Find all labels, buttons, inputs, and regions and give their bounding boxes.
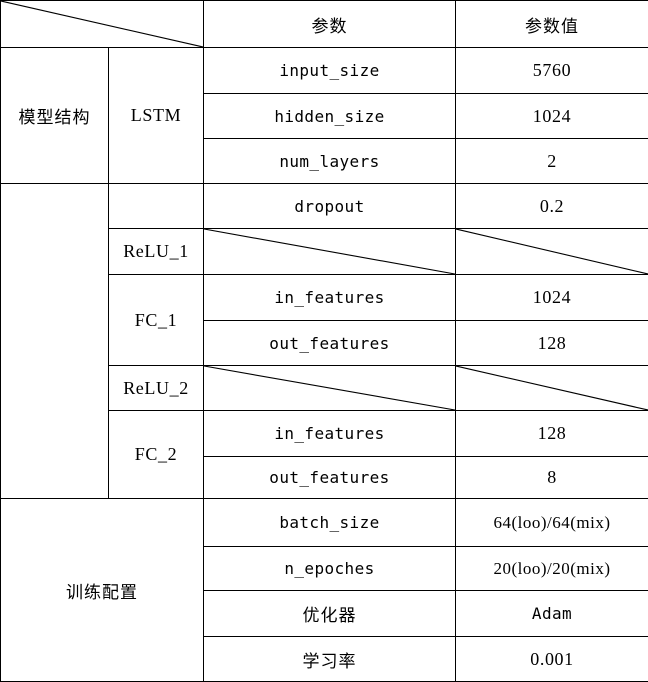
diagonal-slash-icon (456, 229, 648, 274)
value-fc2-in-features: 128 (455, 410, 648, 457)
param-n-epoches: n_epoches (203, 546, 456, 591)
table-row-learning-rate: 学习率 0.001 (1, 636, 648, 682)
param-optimizer: 优化器 (203, 590, 456, 637)
header-value-label: 参数值 (455, 0, 648, 48)
value-input-size: 5760 (455, 47, 648, 94)
value-hidden-size: 1024 (455, 93, 648, 139)
table-row-batch-size: 训练配置 batch_size 64(loo)/64(mix) (0, 498, 648, 682)
table-header-row: 参数 参数值 (0, 0, 648, 48)
param-fc1-in-features: in_features (203, 274, 456, 321)
param-hidden-size: hidden_size (203, 93, 456, 139)
header-corner-slash-cell (0, 0, 204, 48)
table-row-fc1-out-features: out_features 128 (1, 320, 648, 366)
param-dropout: dropout (203, 183, 456, 229)
param-relu-2-slash-cell (203, 365, 456, 411)
group-label-relu-2: ReLU_2 (108, 365, 204, 411)
group-label-empty-dropout (108, 183, 204, 229)
param-fc1-out-features: out_features (203, 320, 456, 366)
diagonal-slash-icon (204, 366, 455, 410)
value-fc2-out-features: 8 (455, 456, 648, 499)
value-relu-2-slash-cell (455, 365, 648, 411)
param-num-layers: num_layers (203, 138, 456, 184)
header-param-label: 参数 (203, 0, 456, 48)
value-num-layers: 2 (455, 138, 648, 184)
param-batch-size: batch_size (203, 498, 456, 547)
param-input-size: input_size (203, 47, 456, 94)
group-label-fc-1: FC_1 (108, 274, 204, 366)
section-label-empty-continuation (0, 183, 109, 499)
value-relu-1-slash-cell (455, 228, 648, 275)
table-row-num-layers: num_layers 2 (1, 138, 648, 184)
table-row-relu-2: ReLU_2 (1, 365, 648, 411)
group-label-relu-1: ReLU_1 (108, 228, 204, 275)
group-label-fc-2: FC_2 (108, 410, 204, 499)
section-label-training-config: 训练配置 (0, 498, 204, 682)
param-relu-1-slash-cell (203, 228, 456, 275)
value-batch-size: 64(loo)/64(mix) (455, 498, 648, 547)
table-row-fc1-in-features: FC_1 in_features 1024 (1, 274, 648, 366)
param-fc2-in-features: in_features (203, 410, 456, 457)
diagonal-slash-icon (1, 1, 203, 47)
value-fc1-out-features: 128 (455, 320, 648, 366)
value-n-epoches: 20(loo)/20(mix) (455, 546, 648, 591)
table-row-input-size: 模型结构 LSTM input_size 5760 (0, 47, 648, 184)
table-row-optimizer: 优化器 Adam (1, 590, 648, 637)
param-learning-rate: 学习率 (203, 636, 456, 682)
table-row-fc2-in-features: FC_2 in_features 128 (1, 410, 648, 499)
group-label-lstm: LSTM (108, 47, 204, 184)
value-dropout: 0.2 (455, 183, 648, 229)
value-learning-rate: 0.001 (455, 636, 648, 682)
table-row-n-epoches: n_epoches 20(loo)/20(mix) (1, 546, 648, 591)
value-optimizer: Adam (455, 590, 648, 637)
section-label-model-structure: 模型结构 (0, 47, 109, 184)
diagonal-slash-icon (456, 366, 648, 410)
value-fc1-in-features: 1024 (455, 274, 648, 321)
param-fc2-out-features: out_features (203, 456, 456, 499)
diagonal-slash-icon (204, 229, 455, 274)
table-row-dropout: dropout 0.2 (0, 183, 648, 499)
